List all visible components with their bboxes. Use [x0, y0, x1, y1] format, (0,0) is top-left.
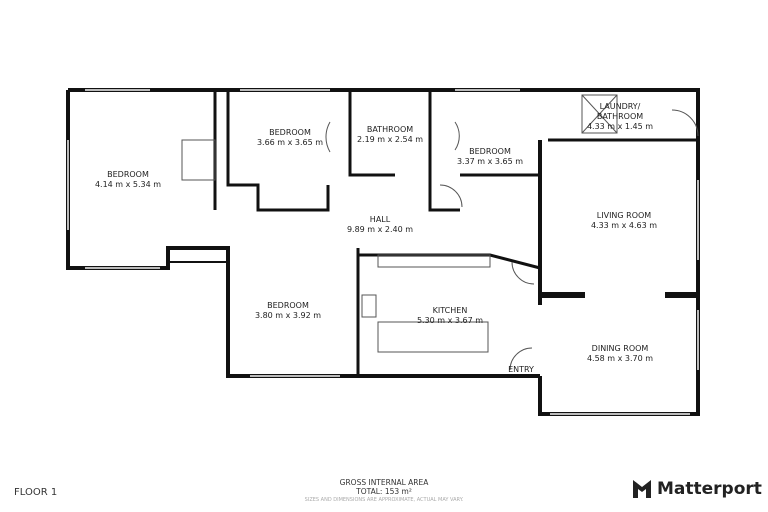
room-size: 4.58 m x 3.70 m: [586, 354, 654, 363]
windows: [67, 89, 699, 415]
gia-note: SIZES AND DIMENSIONS ARE APPROXIMATE, AC…: [304, 497, 464, 503]
fixtures: [181, 94, 699, 371]
brand-name: Matterport: [657, 479, 762, 499]
room-size: 3.80 m x 3.92 m: [254, 311, 322, 320]
room-name: BATHROOM: [366, 125, 414, 134]
room-name: HALL: [369, 215, 391, 224]
room-size: 3.37 m x 3.65 m: [456, 157, 524, 166]
room-size: 3.66 m x 3.65 m: [256, 138, 324, 147]
room-size: 9.89 m x 2.40 m: [346, 225, 414, 234]
gia-total: TOTAL: 153 m²: [356, 487, 412, 496]
room-name: BEDROOM: [469, 147, 511, 156]
room-name: LIVING ROOM: [596, 211, 652, 220]
room-name: BEDROOM: [267, 301, 309, 310]
floor-label: FLOOR 1: [14, 487, 58, 498]
gross-internal-area: GROSS INTERNAL AREA TOTAL: 153 m² SIZES …: [305, 478, 464, 505]
room-size: 5.30 m x 3.67 m: [416, 316, 484, 325]
matterport-logo: Matterport: [632, 479, 762, 499]
matterport-logo-icon: [633, 480, 651, 498]
room-name: LAUNDRY/ BATHROOM: [596, 102, 644, 121]
room-name: BEDROOM: [107, 170, 149, 179]
room-name: KITCHEN: [432, 306, 468, 315]
room-size: 4.14 m x 5.34 m: [94, 180, 162, 189]
room-size: 2.19 m x 2.54 m: [356, 135, 424, 144]
room-size: 4.33 m x 1.45 m: [586, 122, 654, 131]
room-name: BEDROOM: [269, 128, 311, 137]
room-size: 4.33 m x 4.63 m: [590, 221, 658, 230]
gia-title: GROSS INTERNAL AREA: [339, 478, 429, 487]
entry-label: ENTRY: [508, 365, 534, 374]
room-name: DINING ROOM: [591, 344, 649, 353]
